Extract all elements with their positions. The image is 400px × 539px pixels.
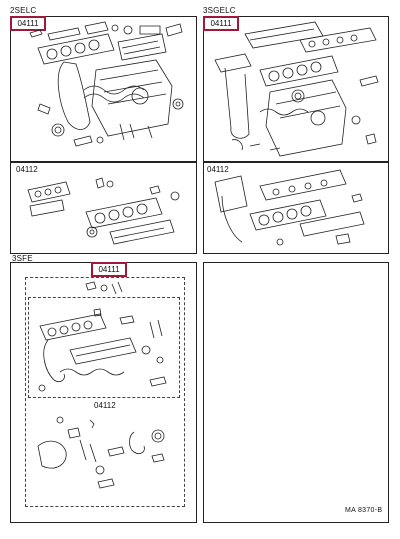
part-code-04111-3sgelc[interactable]: 04111 (203, 16, 239, 31)
engine-gasket-set-3sfe (37, 281, 167, 489)
variant-label-3sgelc: 3SGELC (203, 6, 236, 15)
engine-gasket-set-2selc (29, 21, 184, 147)
gasket-kit-group-outline (25, 277, 185, 507)
variant-label-3sfe: 3SFE (12, 254, 33, 263)
part-code-04112-2selc[interactable]: 04112 (16, 165, 38, 174)
head-gasket-set-3sgelc (214, 169, 365, 246)
panel-bottom-right-empty (203, 262, 389, 523)
part-code-04112-3sfe[interactable]: 04112 (94, 401, 116, 410)
panel-top-left (10, 16, 197, 162)
variant-label-2selc: 2SELC (10, 6, 37, 15)
part-code-text: 04111 (98, 265, 120, 274)
panel-bottom-left (10, 262, 197, 523)
part-code-04111-2selc[interactable]: 04111 (10, 16, 46, 31)
part-code-04112-3sgelc[interactable]: 04112 (207, 165, 229, 174)
head-gasket-subgroup-outline (28, 297, 180, 398)
engine-gasket-set-3sgelc (214, 21, 379, 157)
panel-mid-right (203, 162, 389, 254)
part-code-text: 04111 (210, 19, 232, 28)
panel-top-right (203, 16, 389, 162)
part-code-text: 04111 (17, 19, 39, 28)
head-gasket-set-2selc (27, 177, 180, 245)
drawing-reference: MA 8370-B (345, 507, 383, 514)
panel-mid-left (10, 162, 197, 254)
part-code-04111-3sfe[interactable]: 04111 (91, 262, 127, 277)
